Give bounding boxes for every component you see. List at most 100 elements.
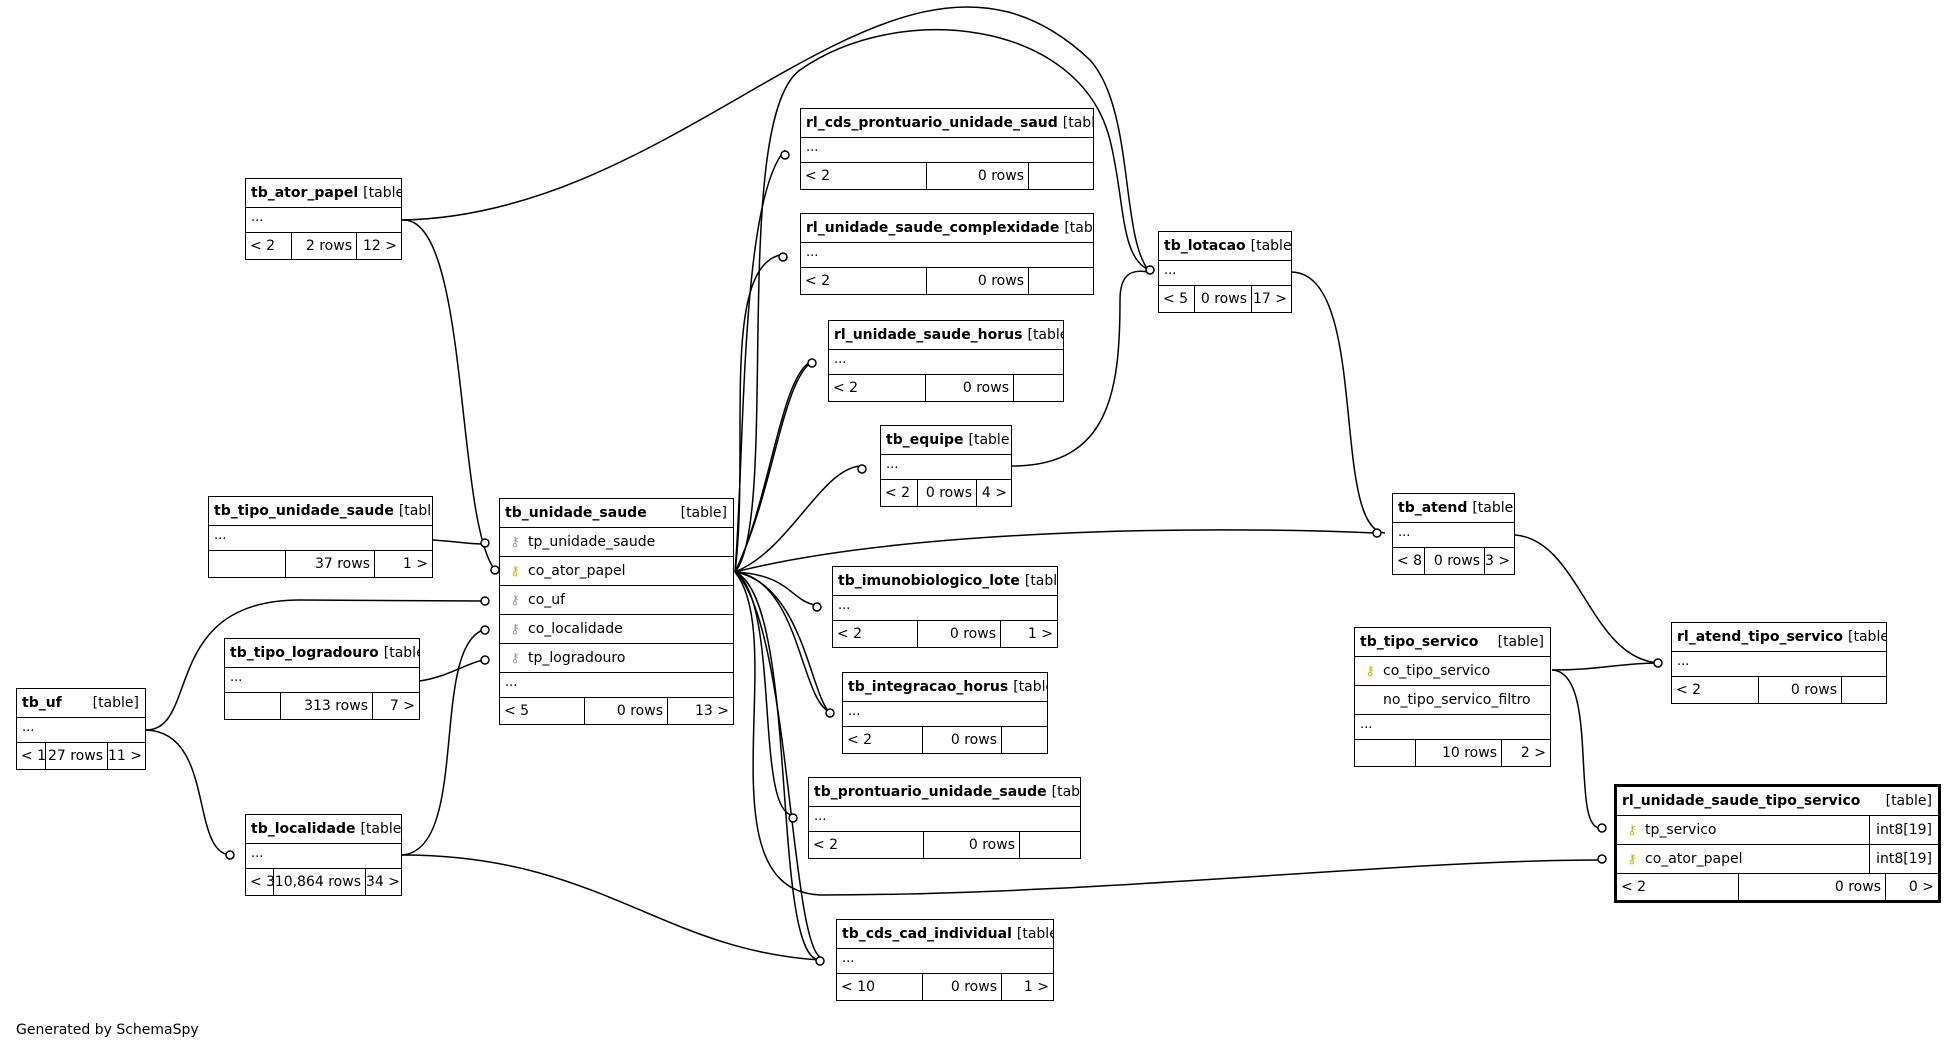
children-count: 2 > <box>1520 745 1546 761</box>
table-type: [table] <box>968 432 1011 448</box>
columns-ellipsis: ... <box>500 673 733 698</box>
row-count: 0 rows <box>926 375 1014 401</box>
column-row[interactable]: ⚷co_ator_papel <box>500 557 733 586</box>
column-name: tp_logradouro <box>528 650 626 666</box>
edge-us-equipe <box>734 465 861 573</box>
column-row[interactable]: ⚷ co_tipo_servico <box>1355 657 1550 686</box>
column-name: co_ator_papel <box>1645 851 1743 867</box>
edge-us-rl-horus-2 <box>734 359 816 573</box>
columns-ellipsis: ... <box>209 526 432 551</box>
children-count <box>1029 268 1093 294</box>
row-count: 0 rows <box>1759 677 1842 703</box>
table-tb-unidade-saude[interactable]: tb_unidade_saude [table] ⚷tp_unidade_saud… <box>499 498 734 725</box>
children-count: 1 > <box>1027 626 1053 642</box>
columns-ellipsis: ... <box>1159 261 1291 286</box>
column-row[interactable]: ⚷co_localidade <box>500 615 733 644</box>
row-count: 10,864 rows <box>274 869 366 895</box>
children-count: 11 > <box>108 748 142 764</box>
table-name: tb_tipo_servico <box>1360 634 1479 650</box>
table-tb-tipo-unidade-saude[interactable]: tb_tipo_unidade_saude[table] ... 37 rows… <box>208 496 433 578</box>
table-tb-cds-cad-individual[interactable]: tb_cds_cad_individual[table] ... < 100 r… <box>836 919 1054 1001</box>
table-type: [table] <box>680 505 727 521</box>
parents-count: < 2 <box>1672 677 1759 703</box>
children-count: 0 > <box>1908 879 1934 895</box>
row-count: 0 rows <box>1739 874 1886 900</box>
table-tb-localidade[interactable]: tb_localidade[table] ... < 310,864 rows3… <box>245 814 402 896</box>
edge-us-rl-horus <box>734 361 811 573</box>
row-count: 0 rows <box>923 974 1002 1000</box>
parents-count: < 3 <box>246 869 274 895</box>
foreign-key-icon: ⚷ <box>510 535 520 550</box>
table-tb-prontuario-unidade-saude[interactable]: tb_prontuario_unidade_saude[table] ... <… <box>808 777 1081 859</box>
table-tb-integracao-horus[interactable]: tb_integracao_horus[table] ... < 20 rows <box>842 672 1048 754</box>
parents-count: < 2 <box>843 727 923 753</box>
row-count: 37 rows <box>286 551 375 577</box>
table-tb-imunobiologico-lote[interactable]: tb_imunobiologico_lote[table] ... < 20 r… <box>832 566 1058 648</box>
primary-key-icon: ⚷ <box>1365 664 1375 679</box>
generated-by-credit: Generated by SchemaSpy <box>16 1022 199 1038</box>
table-type: [table] <box>398 503 432 519</box>
parents-count <box>209 551 286 577</box>
column-name: co_tipo_servico <box>1383 663 1491 679</box>
columns-ellipsis: ... <box>801 138 1093 163</box>
row-count: 0 rows <box>927 163 1029 189</box>
table-rl-unidade-saude-tipo-servico[interactable]: rl_unidade_saude_tipo_servico[table] ⚷tp… <box>1614 784 1941 903</box>
children-count <box>1020 832 1080 858</box>
edge-ator-papel-lotacao <box>401 6 1151 273</box>
row-count: 27 rows <box>46 743 108 769</box>
parents-count: < 10 <box>837 974 923 1000</box>
column-row[interactable]: ⚷tp_unidade_saude <box>500 528 733 557</box>
children-count <box>1002 727 1047 753</box>
table-rl-cds-prontuario-unidade-saud[interactable]: rl_cds_prontuario_unidade_saud[table] ..… <box>800 108 1094 190</box>
edge-us-lotacao <box>734 28 1151 573</box>
table-rl-unidade-saude-complexidade[interactable]: rl_unidade_saude_complexidade[table] ...… <box>800 213 1094 295</box>
table-tb-tipo-servico[interactable]: tb_tipo_servico[table] ⚷co_tipo_servico … <box>1354 627 1551 767</box>
parents-count: < 2 <box>801 163 927 189</box>
row-count: 0 rows <box>585 698 668 724</box>
table-type: [table] <box>1016 926 1053 942</box>
table-tb-tipo-logradouro[interactable]: tb_tipo_logradouro[table] ... 313 rows7 … <box>224 638 420 720</box>
edge-tipo-servico-rl <box>1551 662 1661 671</box>
parents-count <box>225 693 281 719</box>
table-name: tb_unidade_saude <box>505 505 647 521</box>
table-type: [table] <box>1051 784 1080 800</box>
edge-tipo-servico-rlust <box>1551 669 1601 829</box>
parents-count <box>1355 740 1416 766</box>
column-row[interactable]: no_tipo_servico_filtro <box>1355 686 1550 715</box>
parents-count: < 1 <box>17 743 46 769</box>
parents-count: < 2 <box>1617 874 1739 900</box>
columns-ellipsis: ... <box>809 807 1080 832</box>
column-name: co_uf <box>528 592 566 608</box>
column-name: no_tipo_servico_filtro <box>1383 692 1531 708</box>
column-type: int8[19] <box>1869 845 1938 873</box>
row-count: 313 rows <box>281 693 373 719</box>
columns-ellipsis: ... <box>881 455 1011 480</box>
column-row[interactable]: ⚷co_uf <box>500 586 733 615</box>
table-name: tb_localidade <box>251 821 356 837</box>
columns-ellipsis: ... <box>246 208 401 233</box>
table-rl-unidade-saude-horus[interactable]: rl_unidade_saude_horus[table] ... < 20 r… <box>828 320 1064 402</box>
table-type: [table] <box>1885 793 1932 809</box>
column-row[interactable]: ⚷tp_logradouro <box>500 644 733 673</box>
table-name: rl_unidade_saude_complexidade <box>806 220 1060 236</box>
table-rl-atend-tipo-servico[interactable]: rl_atend_tipo_servico[table] ... < 20 ro… <box>1671 622 1887 704</box>
column-name: co_localidade <box>528 621 623 637</box>
